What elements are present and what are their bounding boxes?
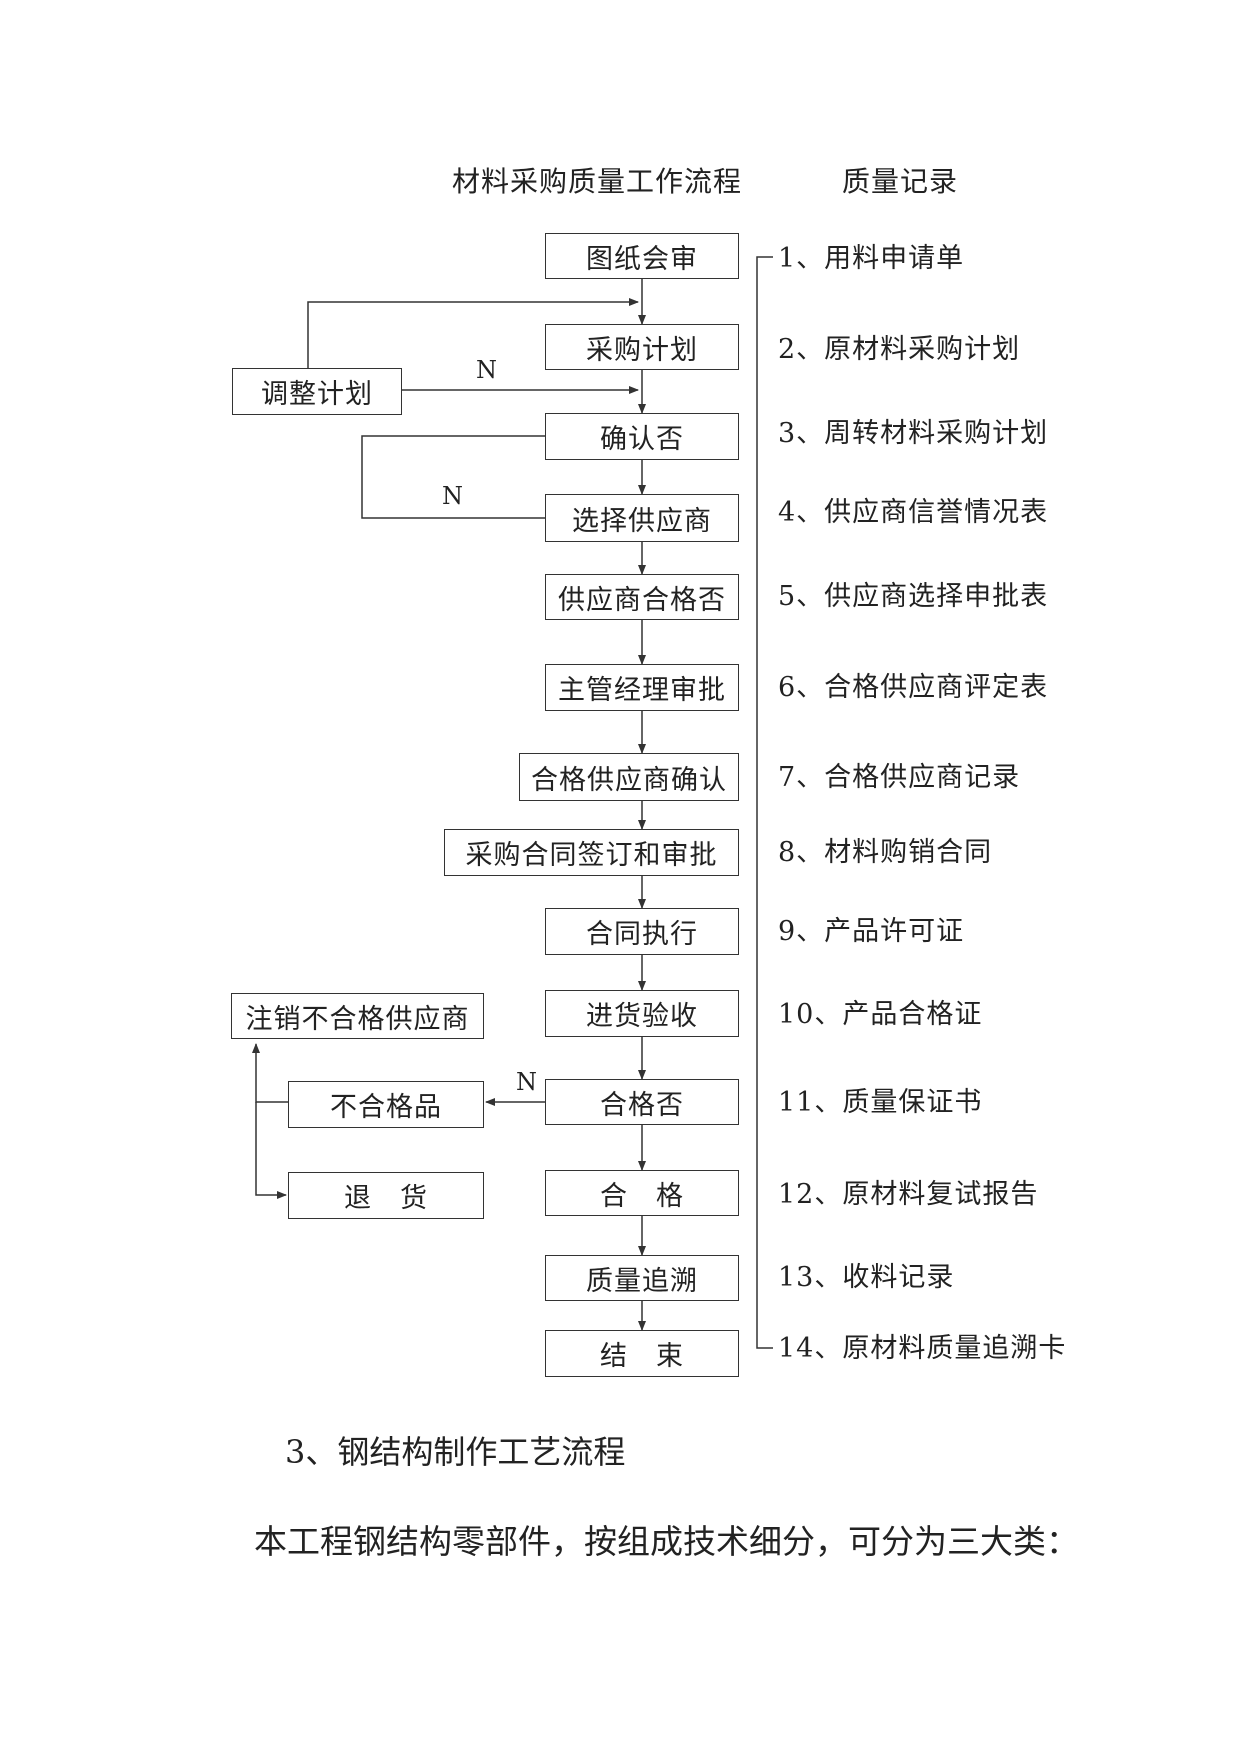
section-heading: 3、钢结构制作工艺流程 <box>285 1433 626 1471</box>
side-box-cancel-supplier: 注销不合格供应商 <box>231 993 484 1039</box>
side-box-adjust-plan: 调整计划 <box>232 368 402 415</box>
label-n-supplier: N <box>442 482 463 510</box>
flow-step-end: 结 束 <box>545 1330 739 1377</box>
record-item-14: 14、原材料质量追溯卡 <box>778 1333 1067 1364</box>
flow-step-supplier-qualified: 供应商合格否 <box>545 574 739 620</box>
record-item-8: 8、材料购销合同 <box>778 837 993 868</box>
side-box-return-goods: 退 货 <box>288 1172 484 1219</box>
record-item-12: 12、原材料复试报告 <box>778 1179 1039 1210</box>
records-title: 质量记录 <box>842 165 959 198</box>
flow-step-confirm: 确认否 <box>545 413 739 460</box>
flow-title: 材料采购质量工作流程 <box>452 165 743 198</box>
record-item-9: 9、产品许可证 <box>778 916 965 947</box>
flow-step-qualified-supplier-confirm: 合格供应商确认 <box>519 753 739 801</box>
flow-step-qualified-check: 合格否 <box>545 1079 739 1125</box>
section-paragraph: 本工程钢结构零部件，按组成技术细分，可分为三大类： <box>254 1522 1079 1561</box>
record-item-7: 7、合格供应商记录 <box>778 762 1021 793</box>
records-bracket <box>756 256 773 1349</box>
side-box-nonconforming: 不合格品 <box>288 1081 484 1128</box>
cancel-supplier-arrow <box>252 1043 288 1103</box>
record-item-5: 5、供应商选择申批表 <box>778 581 1049 612</box>
record-item-10: 10、产品合格证 <box>778 999 983 1030</box>
flow-step-drawing-review: 图纸会审 <box>545 233 739 279</box>
flow-step-incoming-inspection: 进货验收 <box>545 990 739 1037</box>
flow-step-contract-sign: 采购合同签订和审批 <box>444 829 739 876</box>
label-n-nonconforming: N <box>516 1068 537 1096</box>
adjust-loop-arrow <box>307 298 639 372</box>
flow-step-select-supplier: 选择供应商 <box>545 494 739 542</box>
flow-step-quality-trace: 质量追溯 <box>545 1255 739 1301</box>
label-n-adjust: N <box>476 356 497 384</box>
flow-step-qualified: 合 格 <box>545 1170 739 1216</box>
flow-step-purchase-plan: 采购计划 <box>545 324 739 370</box>
record-item-4: 4、供应商信誉情况表 <box>778 497 1049 528</box>
record-item-11: 11、质量保证书 <box>778 1087 983 1118</box>
record-item-2: 2、原材料采购计划 <box>778 334 1021 365</box>
record-item-6: 6、合格供应商评定表 <box>778 672 1049 703</box>
record-item-13: 13、收料记录 <box>778 1262 955 1293</box>
record-item-3: 3、周转材料采购计划 <box>778 418 1049 449</box>
supplier-loop-line <box>361 435 545 519</box>
return-goods-arrow <box>255 1102 287 1199</box>
flow-step-manager-approval: 主管经理审批 <box>545 664 739 711</box>
flow-step-contract-execute: 合同执行 <box>545 908 739 955</box>
record-item-1: 1、用料申请单 <box>778 243 965 274</box>
